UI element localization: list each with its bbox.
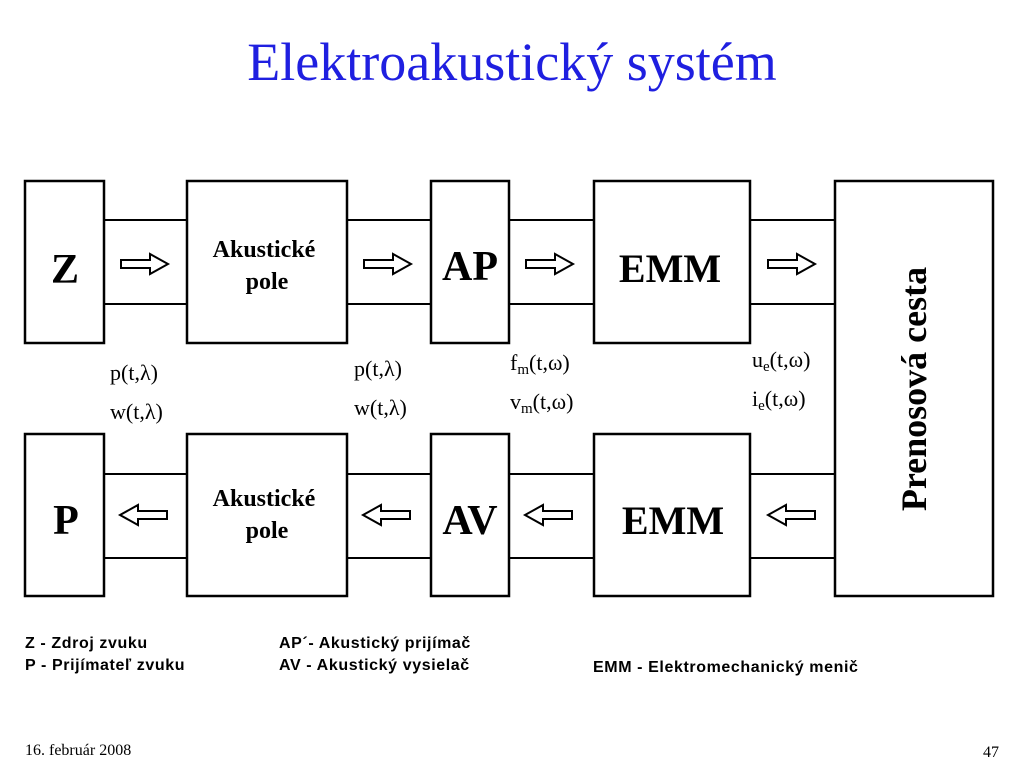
arrow-right-2 — [363, 252, 414, 276]
signal-force-label: f — [510, 350, 518, 375]
block-z — [23, 179, 106, 345]
slide-title: Elektroakustický systém — [247, 32, 777, 92]
block-z-label: Z — [51, 247, 79, 293]
signal-velocity-label: w(t,λ) — [110, 399, 163, 425]
block-p — [23, 432, 106, 598]
block-akusticke-pole-bottom-label: Akustické pole — [213, 486, 322, 544]
legend-column-3: EMM - Elektromechanický menič — [593, 657, 859, 679]
legend-item: Z - Zdroj zvuku — [25, 635, 148, 652]
signal-pressure-label: p(t,λ) — [354, 356, 402, 381]
block-akusticke-pole-top — [185, 179, 349, 345]
signal-label-group-1: p(t,λ) w(t,λ) — [110, 360, 163, 426]
footer-date: 16. február 2008 — [25, 742, 132, 759]
signal-voltage-label: u — [752, 347, 763, 372]
block-emm-bottom-label: EMM — [622, 498, 724, 543]
arrow-left-1 — [117, 503, 168, 527]
block-prenosova-cesta — [833, 179, 995, 598]
arrow-left-4 — [765, 503, 816, 527]
signal-label-group-3: fm(t,ω) vm(t,ω) — [510, 350, 574, 418]
legend-item: EMM - Elektromechanický menič — [593, 659, 859, 676]
signal-velocity-label: w(t,λ) — [354, 395, 407, 421]
signal-label-group-4: ue(t,ω) ie(t,ω) — [752, 347, 811, 415]
arrow-right-4 — [767, 252, 818, 276]
legend-column-2: AP´- Akustický prijímač AV - Akustický v… — [279, 633, 471, 677]
signal-mech-velocity-label: v — [510, 389, 521, 415]
block-av-label: AV — [442, 498, 497, 544]
arrow-left-2 — [360, 503, 411, 527]
signal-pressure-label: p(t,λ) — [110, 360, 158, 385]
block-akusticke-pole-top-label: Akustické pole — [213, 237, 322, 295]
block-ap — [429, 179, 511, 345]
block-emm-bottom — [592, 432, 752, 598]
signal-current-label: i — [752, 386, 759, 412]
legend-item: AP´- Akustický prijímač — [279, 635, 471, 652]
arrow-right-1 — [120, 252, 171, 276]
legend-item: AV - Akustický vysielač — [279, 657, 470, 674]
block-prenosova-cesta-label: Prenosová cesta — [894, 267, 934, 511]
block-ap-label: AP — [442, 244, 498, 290]
footer-page-number: 47 — [983, 744, 999, 761]
block-av — [429, 432, 511, 598]
block-emm-top-label: EMM — [619, 246, 721, 291]
arrow-left-3 — [522, 503, 573, 527]
legend-item: P - Prijímateľ zvuku — [25, 657, 186, 674]
legend-column-1: Z - Zdroj zvuku P - Prijímateľ zvuku — [25, 633, 185, 677]
signal-label-group-2: p(t,λ) w(t,λ) — [354, 356, 407, 422]
block-p-label: P — [53, 498, 79, 544]
block-akusticke-pole-bottom — [185, 432, 349, 598]
block-emm-top — [592, 179, 752, 345]
arrow-right-3 — [525, 252, 576, 276]
